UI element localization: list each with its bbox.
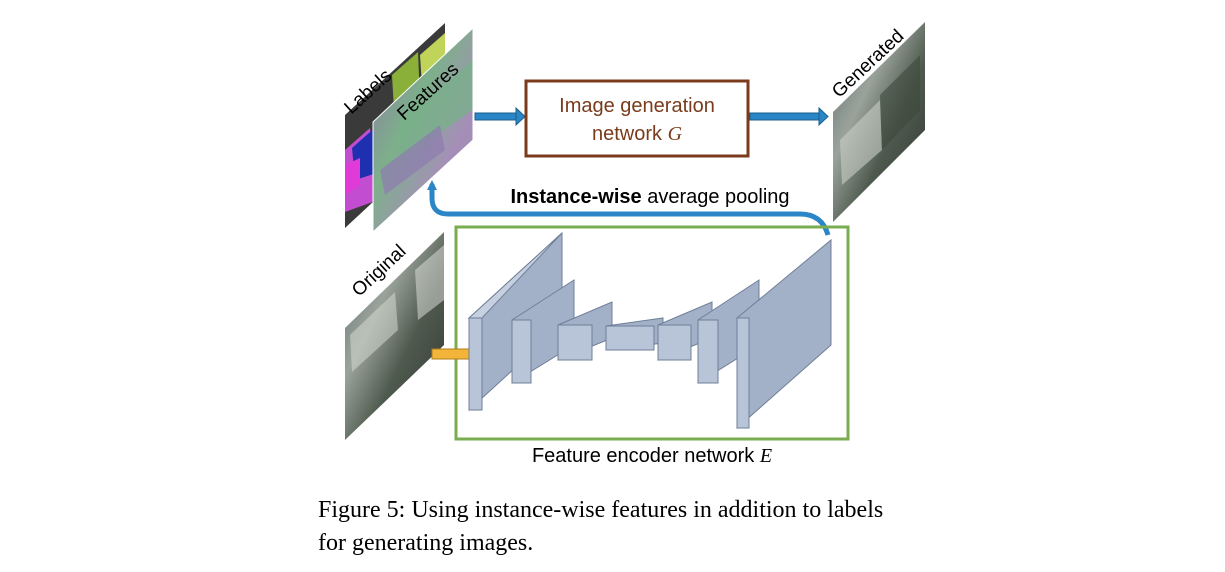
pooling-arrow [427, 180, 831, 236]
original-panel [345, 232, 444, 440]
arrow-to-generated [749, 106, 829, 127]
figure-caption: Figure 5: Using instance-wise features i… [318, 494, 958, 560]
encoder-blocks [467, 231, 832, 430]
encoder-block-3 [557, 301, 613, 361]
arrow-to-generator [474, 106, 526, 127]
caption-line-2: for generating images. [318, 530, 534, 556]
encoder-block-5 [657, 301, 713, 361]
encoder-block-4 [605, 317, 664, 351]
generated-panel [833, 22, 925, 222]
features-panel [372, 26, 474, 234]
encoder-block-2 [511, 279, 575, 384]
generator-label-line1: Image generation [559, 95, 715, 117]
diagram: Labels Features Image generation network… [340, 22, 925, 467]
encoder-block-7 [736, 238, 832, 430]
generator-box: Image generation network G [524, 79, 750, 158]
generator-label-line2: network G [592, 123, 683, 145]
encoder-label: Feature encoder network E [532, 445, 772, 467]
encoder-box [454, 225, 850, 441]
pooling-label: Instance-wise average pooling [510, 186, 789, 208]
caption-line-1: Figure 5: Using instance-wise features i… [318, 497, 884, 523]
